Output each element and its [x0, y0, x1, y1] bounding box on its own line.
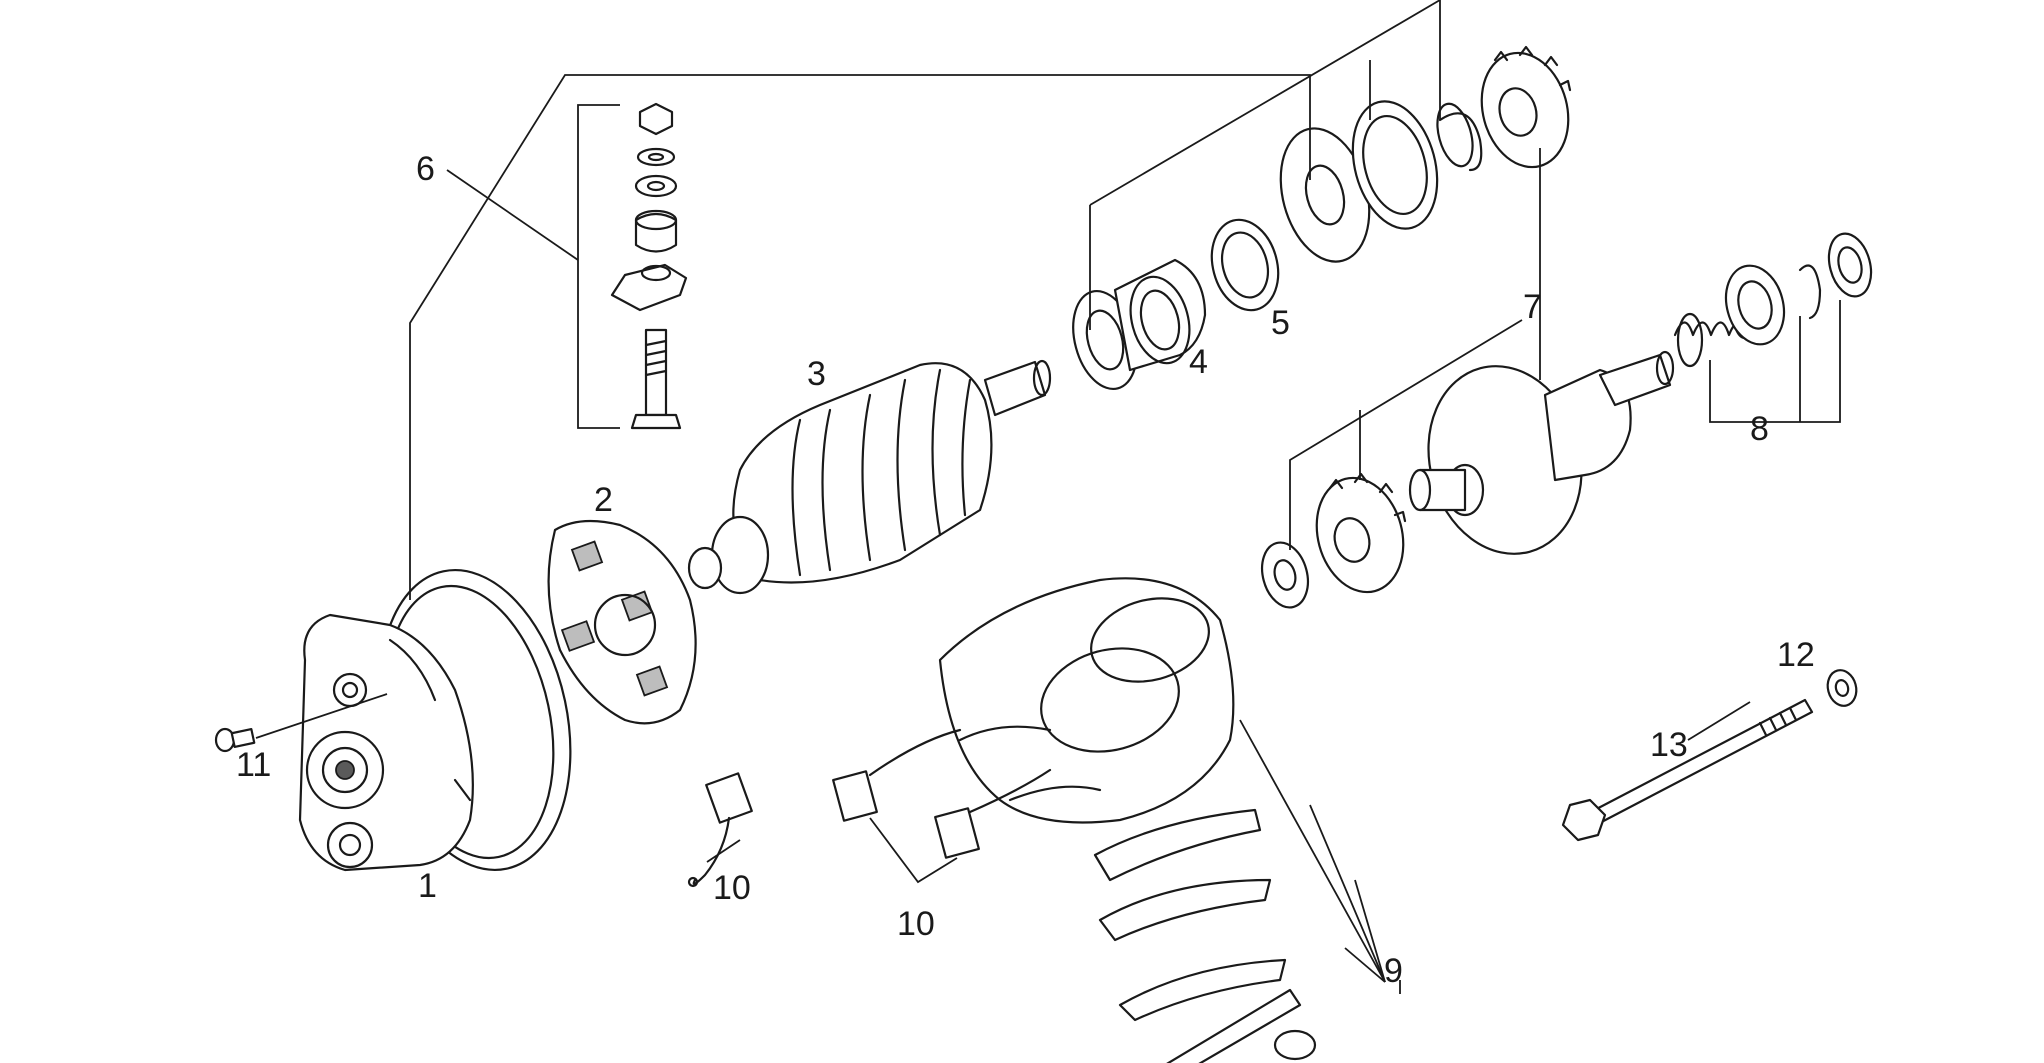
- callout-3: 3: [807, 355, 826, 393]
- callout-10-center: 10: [897, 905, 935, 943]
- callout-6: 6: [416, 150, 435, 188]
- part-armature: [687, 359, 1052, 595]
- callout-8: 8: [1750, 410, 1769, 448]
- callout-7: 7: [1523, 288, 1542, 326]
- part-field-frame: [938, 577, 1317, 1063]
- callout-labels: 1 2 3 4 5 6 7 8 9 10 10 11 12 13: [236, 150, 1815, 990]
- part-end-cover: [298, 568, 572, 872]
- part-washer-right: [1826, 669, 1858, 707]
- part-screw-small: [214, 727, 256, 753]
- callout-9: 9: [1384, 952, 1403, 990]
- callout-2: 2: [594, 481, 613, 519]
- part-washers-top: [1279, 100, 1483, 263]
- part-brush-pair: [832, 728, 1052, 859]
- part-terminal-stack: [577, 102, 688, 430]
- callout-13: 13: [1650, 726, 1688, 764]
- callout-1: 1: [418, 867, 437, 905]
- callout-5: 5: [1271, 304, 1290, 342]
- part-small-washer: [1260, 541, 1310, 609]
- part-through-bolt: [1561, 698, 1814, 842]
- part-seal: [1210, 218, 1280, 312]
- callout-4: 4: [1189, 343, 1208, 381]
- callout-12: 12: [1777, 636, 1815, 674]
- part-drive-clutch: [1408, 350, 1675, 555]
- leader-lines: [255, 0, 1751, 994]
- callout-11: 11: [236, 746, 271, 784]
- part-spring-set: [1673, 232, 1873, 423]
- part-brush-plate: [547, 519, 697, 725]
- part-pinion-gear: [1315, 472, 1407, 594]
- callout-10-left: 10: [713, 869, 751, 907]
- part-brush-single: [687, 772, 753, 888]
